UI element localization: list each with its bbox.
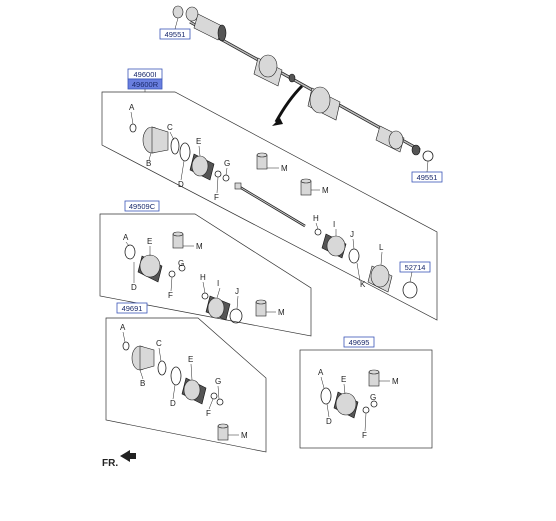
right-kit-frame <box>299 349 433 449</box>
left-kit-labels: A C B E D G F M <box>120 323 248 440</box>
label-m: M <box>322 186 329 195</box>
label-e: E <box>341 375 346 384</box>
label-h: H <box>200 273 206 282</box>
part-number-box-axle-right[interactable]: 49551 <box>411 160 443 183</box>
front-direction-indicator: FR. <box>102 450 136 469</box>
label-a: A <box>318 368 324 377</box>
main-group-parts <box>129 123 418 299</box>
part-number-text: 49691 <box>122 304 143 313</box>
label-m: M <box>278 308 285 317</box>
label-a: A <box>120 323 126 332</box>
right-kit-parts <box>320 369 380 419</box>
middle-kit-frame <box>99 213 312 337</box>
part-number-text: 49695 <box>349 338 370 347</box>
label-f: F <box>168 291 173 300</box>
main-group-labels: A B C D E F G M M H I J K L <box>129 103 384 289</box>
middle-kit-parts <box>124 231 267 324</box>
main-group-frame <box>101 91 438 321</box>
label-m: M <box>281 164 288 173</box>
label-e: E <box>147 237 152 246</box>
label-f: F <box>362 431 367 440</box>
label-e: E <box>196 137 201 146</box>
label-k: K <box>360 280 366 289</box>
label-l: L <box>379 243 384 252</box>
arrow-icon <box>120 450 136 462</box>
kit-box-right[interactable]: 49695 <box>343 336 375 348</box>
right-kit-labels: A E D G F M <box>318 368 399 440</box>
label-g: G <box>370 393 376 402</box>
label-i: I <box>333 220 335 229</box>
label-g: G <box>178 259 184 268</box>
part-number-box-ring[interactable]: 52714 <box>399 261 431 283</box>
label-j: J <box>350 230 354 239</box>
part-number-text: 49600R <box>132 80 159 89</box>
part-number-text: 49509C <box>129 202 156 211</box>
label-f: F <box>206 409 211 418</box>
label-a: A <box>129 103 135 112</box>
label-g: G <box>215 377 221 386</box>
label-c: C <box>167 123 173 132</box>
label-d: D <box>131 283 137 292</box>
assembly-box-selected[interactable]: 49600R <box>127 78 163 90</box>
drive-shaft-assembly <box>172 5 434 162</box>
label-g: G <box>224 159 230 168</box>
label-m: M <box>392 377 399 386</box>
label-b: B <box>146 159 151 168</box>
part-number-text: 49551 <box>165 30 186 39</box>
label-d: D <box>178 180 184 189</box>
label-h: H <box>313 214 319 223</box>
kit-box-left[interactable]: 49691 <box>116 302 148 314</box>
left-kit-parts <box>122 341 229 441</box>
label-i: I <box>217 279 219 288</box>
middle-kit-labels: A E D M G F H I J M <box>123 233 285 317</box>
left-kit-frame <box>105 317 267 453</box>
label-d: D <box>170 399 176 408</box>
label-b: B <box>140 379 145 388</box>
label-f: F <box>214 193 219 202</box>
label-e: E <box>188 355 193 364</box>
label-m: M <box>241 431 248 440</box>
label-m: M <box>196 242 203 251</box>
part-number-text: 49551 <box>417 173 438 182</box>
part-number-text: 52714 <box>405 263 426 272</box>
assembly-box-top[interactable]: 49600I <box>127 68 163 80</box>
label-j: J <box>235 287 239 296</box>
kit-box-middle[interactable]: 49509C <box>124 200 160 212</box>
part-number-box-axle-top[interactable]: 49551 <box>159 17 191 40</box>
direction-label: FR. <box>102 458 118 469</box>
label-d: D <box>326 417 332 426</box>
label-a: A <box>123 233 129 242</box>
part-number-text: 49600I <box>134 70 157 79</box>
label-c: C <box>156 339 162 348</box>
